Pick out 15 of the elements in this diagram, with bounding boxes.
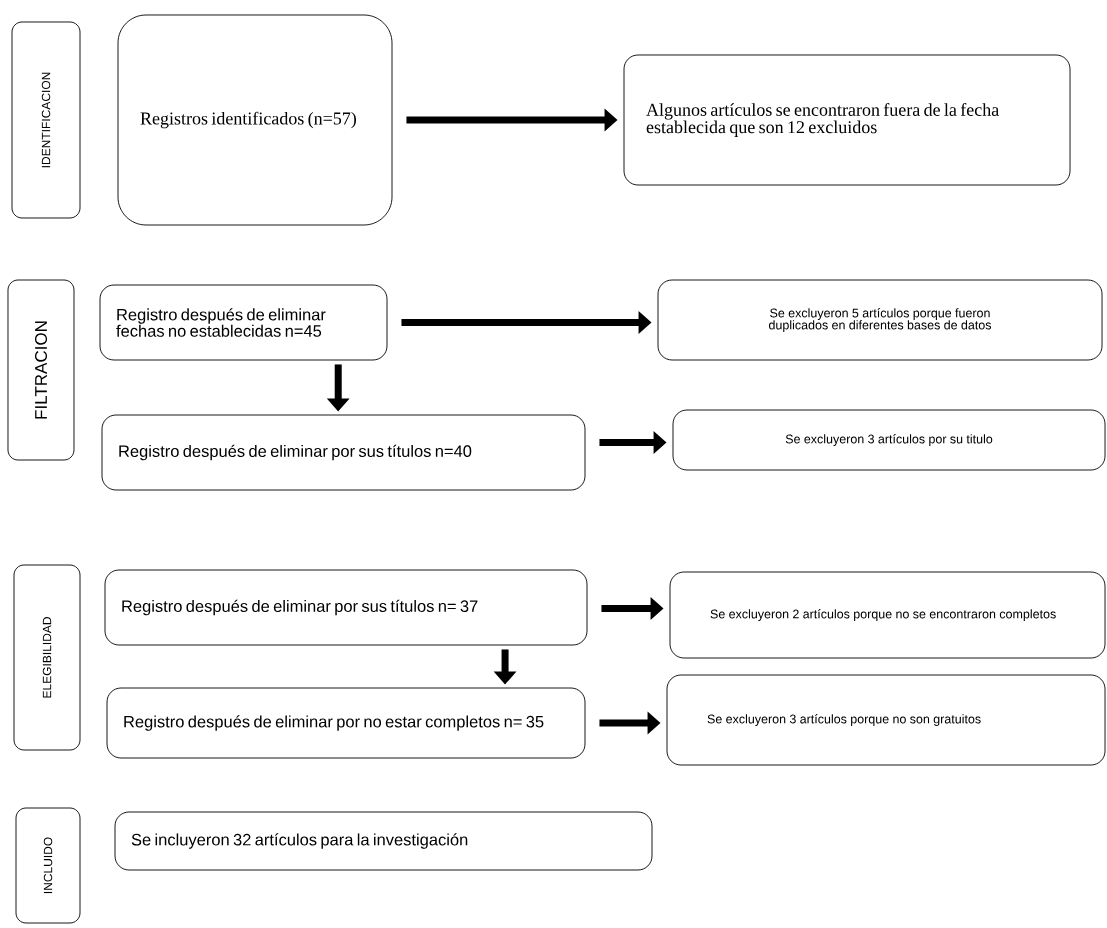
exclusion-box: Se excluyeron 3 artículos por su titulo: [672, 409, 1106, 471]
process-box: Registro después de eliminar fechas no establecidas n=45: [99, 284, 388, 361]
exclusion-box: Se excluyeron 5 artículos porque fueron duplicados en diferentes bases de datos: [657, 279, 1103, 361]
process-box: Algunos artículos se encontraron fuera de la fecha establecida que son 12 excluidos: [623, 54, 1071, 186]
stage-label: ELEGIBILIDAD: [13, 564, 81, 751]
process-box: Se incluyeron 32 artículos para la investigación: [114, 811, 653, 871]
process-box: Registros identificados (n=57): [117, 14, 393, 226]
stage-label: INCLUIDO: [15, 807, 81, 924]
process-box: Registro después de eliminar por sus títulos n=40: [101, 414, 586, 491]
process-box: Registro después de eliminar por no estar completos n= 35: [106, 687, 586, 759]
exclusion-box: Se excluyeron 3 artículos porque no son gratuitos: [666, 674, 1106, 766]
process-box: Registro después de eliminar por sus títulos n= 37: [104, 569, 588, 646]
exclusion-box: Se excluyeron 2 artículos porque no se encontraron completos: [669, 571, 1106, 659]
stage-label: IDENTIFICACION: [11, 21, 81, 219]
stage-label: FILTRACION: [7, 279, 75, 461]
